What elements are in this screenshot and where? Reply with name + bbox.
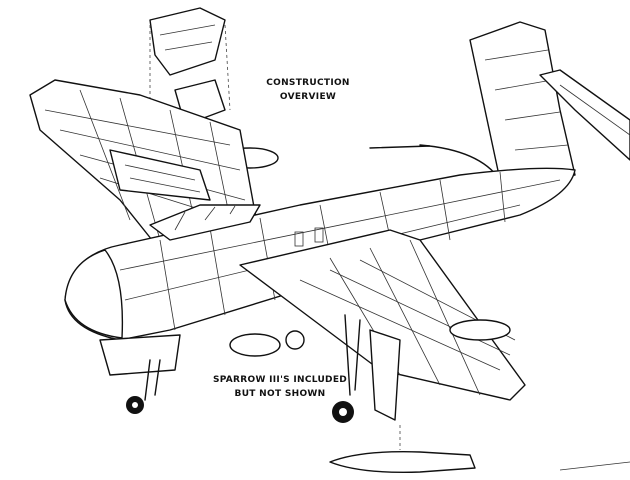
sparrow-note: SPARROW III'S INCLUDED BUT NOT SHOWN	[190, 373, 370, 401]
ground-line	[559, 461, 630, 471]
diagram-title: CONSTRUCTION OVERVIEW	[266, 78, 350, 102]
sparrow-note-line2: BUT NOT SHOWN	[234, 389, 326, 399]
horizontal-stabilizer	[539, 69, 630, 161]
vertical-tail-fin	[369, 21, 576, 181]
engine-pods	[99, 319, 511, 376]
canopy	[149, 204, 261, 241]
sparrow-note-line1: SPARROW III'S INCLUDED	[212, 375, 348, 385]
drop-tank	[329, 425, 476, 473]
landing-gear	[126, 314, 401, 423]
nose-cone	[64, 249, 124, 339]
right-wing	[239, 229, 526, 401]
